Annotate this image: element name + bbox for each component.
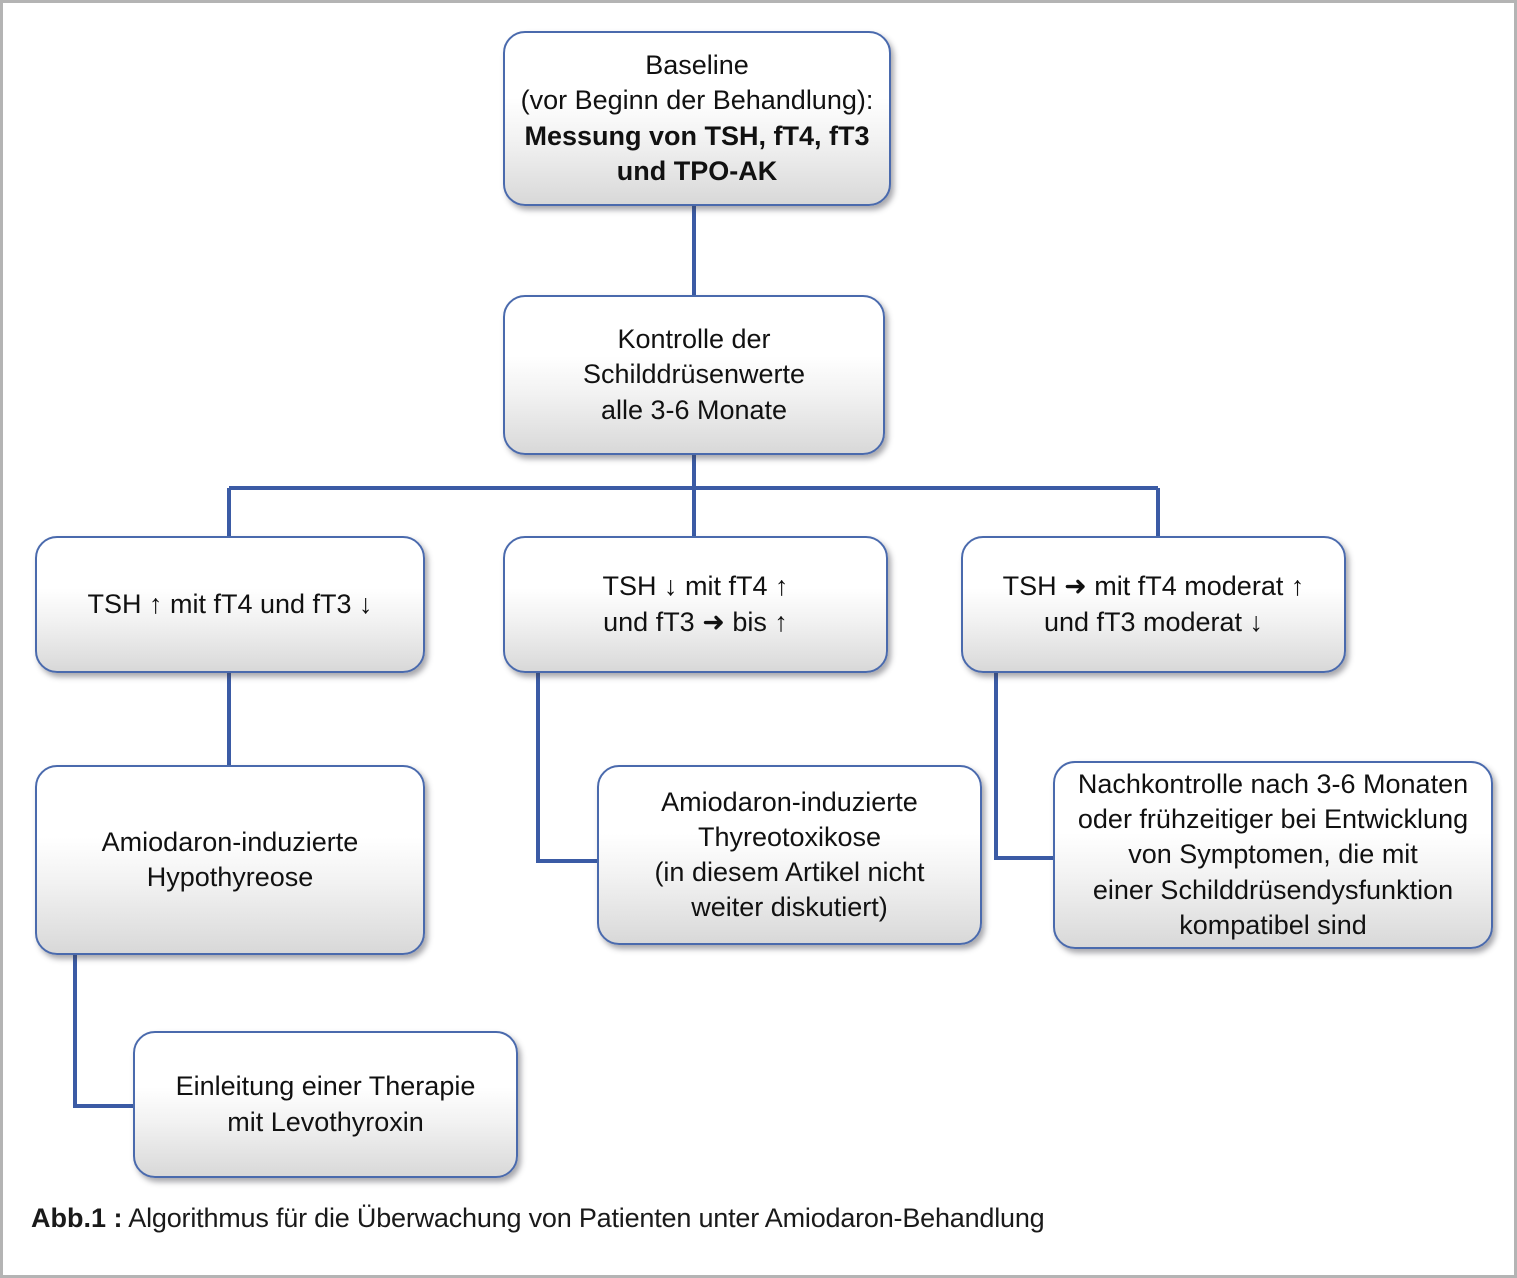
node-levothyroxin-label: Einleitung einer Therapie mit Levothyrox… (175, 1071, 476, 1137)
node-baseline[interactable]: Baseline (vor Beginn der Behandlung): Me… (503, 31, 891, 206)
connector-tshflat-to-nachkon (994, 673, 1053, 860)
figure-caption-number: Abb.1 : (31, 1203, 123, 1233)
node-nachkontrolle[interactable]: Nachkontrolle nach 3-6 Monaten oder früh… (1053, 761, 1493, 949)
node-thyreotoxikose[interactable]: Amiodaron-induzierte Thyreotoxikose (in … (597, 765, 982, 945)
node-levothyroxin-therapie[interactable]: Einleitung einer Therapie mit Levothyrox… (133, 1031, 518, 1178)
node-thyreotoxikose-label: Amiodaron-induzierte Thyreotoxikose (in … (654, 786, 925, 923)
figure-caption-text: Algorithmus für die Überwachung von Pati… (122, 1203, 1045, 1233)
node-tsh-erniedrigt-label: TSH ↓ mit fT4 ↑ und fT3 ➜ bis ↑ (602, 571, 789, 637)
node-tsh-erhoeht-label: TSH ↑ mit fT4 und fT3 ↓ (87, 588, 373, 619)
node-hypothyreose-label: Amiodaron-induzierte Hypothyreose (101, 826, 359, 892)
figure-caption: Abb.1 : Algorithmus für die Überwachung … (31, 1203, 1481, 1234)
node-kontrolle-label: Kontrolle der Schilddrüsenwerte alle 3-6… (582, 324, 806, 425)
node-tsh-erniedrigt[interactable]: TSH ↓ mit fT4 ↑ und fT3 ➜ bis ↑ (503, 536, 888, 673)
node-tsh-erhoeht[interactable]: TSH ↑ mit fT4 und fT3 ↓ (35, 536, 425, 673)
connector-tshdown-to-thyreo (536, 673, 597, 863)
node-baseline-line1: Baseline (645, 50, 749, 81)
node-nachkontrolle-label: Nachkontrolle nach 3-6 Monaten oder früh… (1077, 769, 1469, 940)
node-baseline-line2: (vor Beginn der Behandlung): (520, 85, 874, 116)
node-tsh-normal[interactable]: TSH ➜ mit fT4 moderat ↑ und fT3 moderat … (961, 536, 1346, 673)
node-hypothyreose[interactable]: Amiodaron-induzierte Hypothyreose (35, 765, 425, 955)
node-tsh-normal-label: TSH ➜ mit fT4 moderat ↑ und fT3 moderat … (1002, 571, 1305, 637)
node-baseline-line3: Messung von TSH, fT4, fT3 und TPO-AK (524, 120, 870, 186)
connector-hypo-to-levo (73, 955, 133, 1108)
node-kontrolle-schilddruesenwerte[interactable]: Kontrolle der Schilddrüsenwerte alle 3-6… (503, 295, 885, 455)
